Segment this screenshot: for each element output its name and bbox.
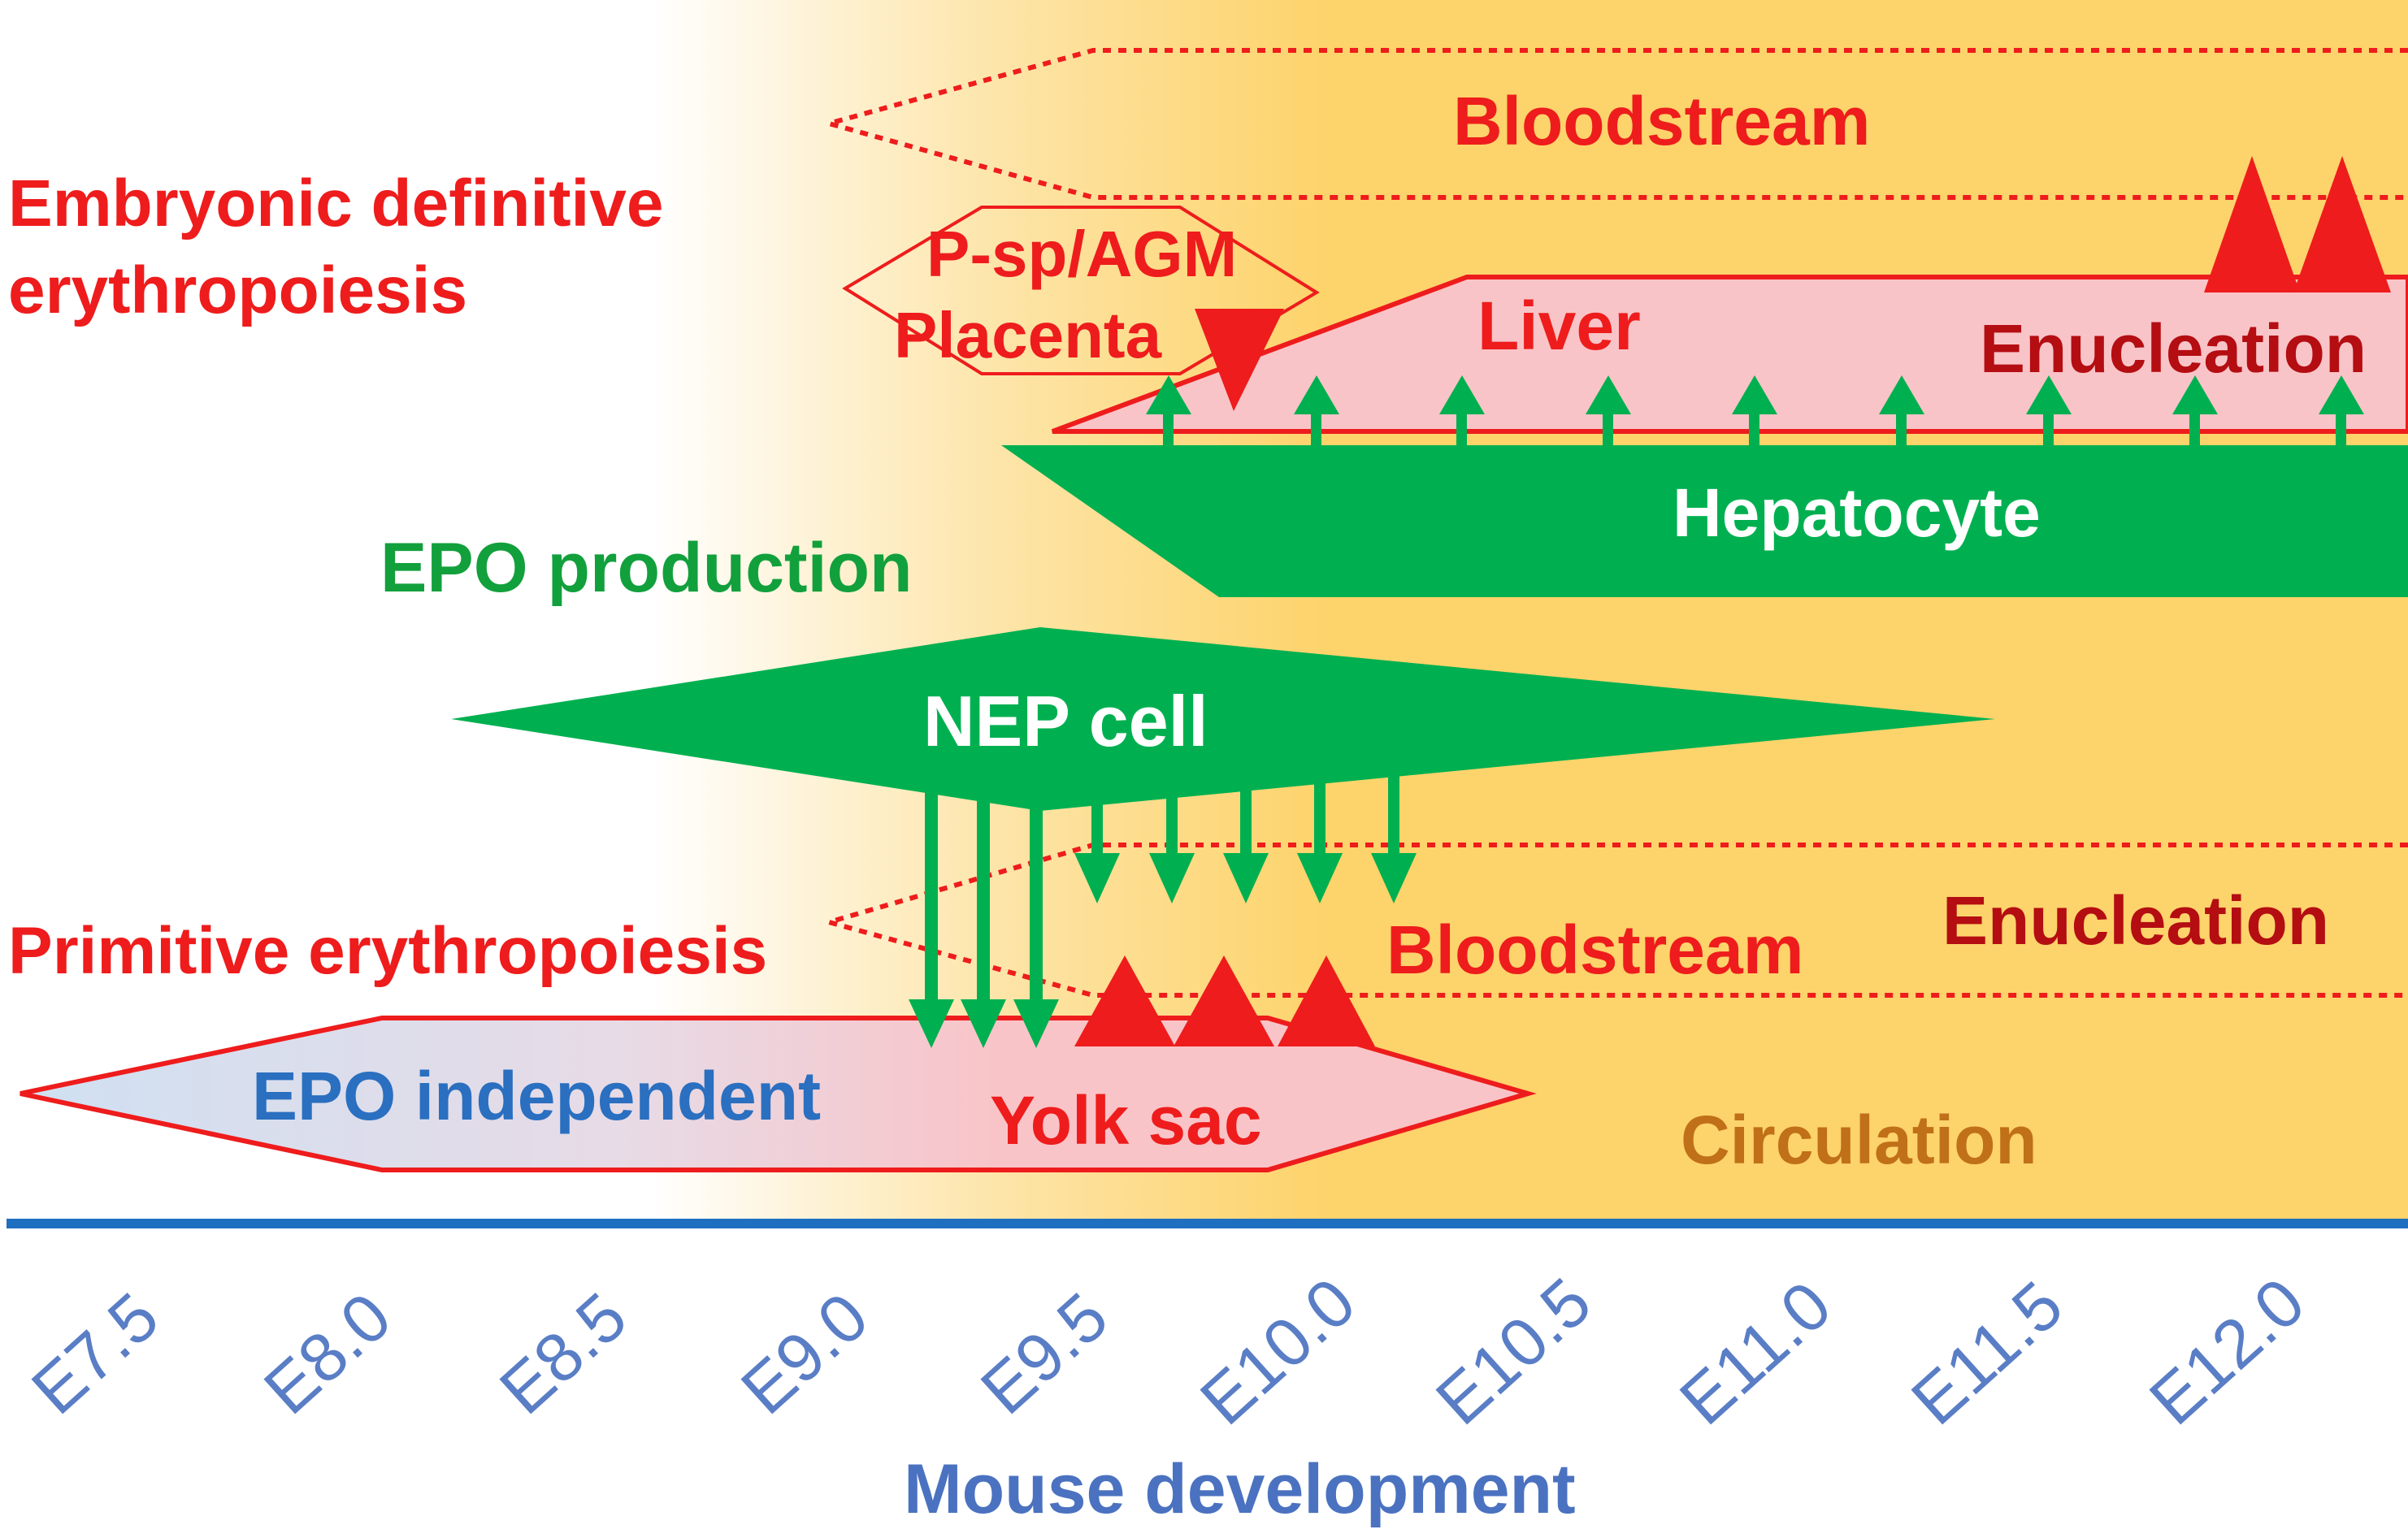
placenta-label: Placenta: [894, 299, 1162, 371]
green-arrow-icon: [1146, 375, 1191, 447]
axis-tick-label: E12.0: [2135, 1263, 2319, 1440]
psp-agm-label: P-sp/AGM: [926, 218, 1237, 290]
axis-tick-label: E11.0: [1665, 1267, 1845, 1440]
red-triangle-icon: [1074, 955, 1175, 1046]
green-arrow-icon: [1732, 375, 1777, 447]
axis-tick-labels: E7.5 E8.0 E8.5 E9.0 E9.5 E10.0 E10.5 E11…: [17, 1263, 2319, 1440]
bloodstream-top-band: [819, 48, 2408, 200]
embryonic-definitive-label-line1: Embryonic definitive: [8, 167, 664, 240]
axis-tick-label: E10.0: [1186, 1263, 1369, 1440]
green-arrow-icon: [1439, 375, 1485, 447]
bloodstream-bottom-band: [820, 843, 2408, 998]
green-arrow-icon: [1297, 782, 1343, 903]
axis-tick-label: E9.0: [727, 1278, 882, 1428]
green-arrow-icon: [1013, 790, 1059, 1048]
red-triangle-icon: [2293, 156, 2391, 292]
nep-to-bloodstream-arrows: [1074, 776, 1417, 903]
nep-cell-label: NEP cell: [923, 681, 1208, 761]
axis-tick-label: E10.5: [1421, 1263, 1605, 1440]
axis-tick-label: E8.5: [485, 1278, 640, 1428]
red-triangle-icon: [2204, 156, 2300, 292]
enucleation-top-label: Enucleation: [1980, 310, 2367, 387]
yolk-sac-label: Yolk sac: [990, 1082, 1262, 1159]
hepatocyte-epo-arrows: [1146, 375, 2364, 447]
green-arrow-icon: [1879, 375, 1924, 447]
hepatocyte-band: [1001, 445, 2408, 597]
green-arrow-icon: [1223, 788, 1269, 903]
green-arrow-icon: [2026, 375, 2072, 447]
liver-label: Liver: [1477, 288, 1641, 364]
bloodstream-top-label: Bloodstream: [1453, 83, 1870, 159]
axis-tick-label: E11.5: [1897, 1267, 2076, 1440]
enucleation-bottom-label: Enucleation: [1942, 882, 2329, 959]
green-arrow-icon: [909, 778, 954, 1048]
timeline-axis-line: [7, 1219, 2408, 1228]
embryonic-definitive-label-line2: erythropoiesis: [8, 253, 467, 327]
epo-independent-label: EPO independent: [252, 1058, 821, 1134]
green-arrow-icon: [1294, 375, 1339, 447]
axis-tick-label: E8.0: [249, 1278, 405, 1428]
green-arrow-icon: [961, 784, 1006, 1048]
red-triangle-icon: [1174, 955, 1274, 1046]
green-arrow-icon: [1074, 800, 1120, 903]
green-arrow-icon: [2172, 375, 2218, 447]
red-triangle-icon: [1278, 955, 1375, 1046]
red-triangle-icon: [1195, 309, 1284, 411]
nep-cell-shape: [451, 627, 1995, 811]
axis-tick-label: E7.5: [17, 1278, 172, 1428]
yolk-sac-band: [20, 1016, 1537, 1172]
green-arrow-icon: [1586, 375, 1631, 447]
nep-to-yolk-arrows: [909, 778, 1059, 1048]
green-arrow-icon: [2319, 375, 2364, 447]
circulation-label: Circulation: [1681, 1102, 2037, 1178]
green-arrow-icon: [1149, 796, 1195, 903]
liver-band: [1051, 275, 2408, 434]
axis-title: Mouse development: [904, 1450, 1576, 1528]
epo-production-label: EPO production: [380, 529, 913, 607]
psp-agm-placenta-outline: [842, 206, 1320, 375]
primitive-erythropoiesis-label: Primitive erythropoiesis: [8, 914, 767, 988]
green-arrow-icon: [1371, 776, 1417, 903]
axis-tick-label: E9.5: [966, 1278, 1122, 1428]
bloodstream-bottom-label: Bloodstream: [1386, 912, 1803, 988]
hepatocyte-label: Hepatocyte: [1673, 474, 2041, 551]
